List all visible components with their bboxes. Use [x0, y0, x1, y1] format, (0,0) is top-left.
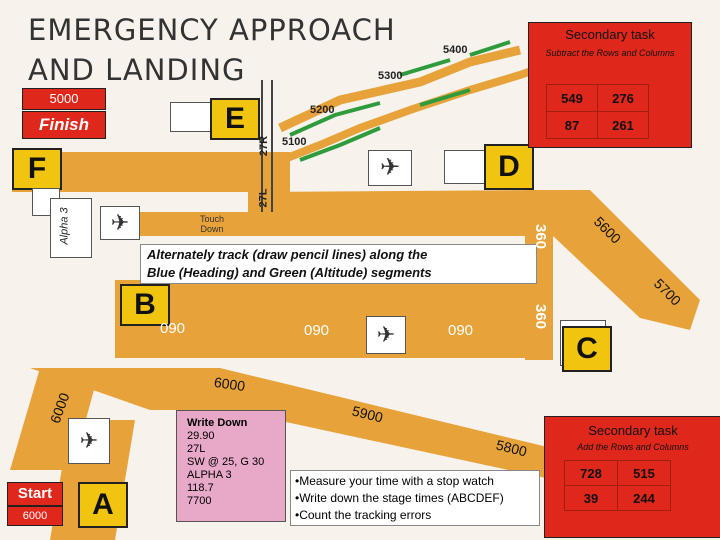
path-upper-band — [110, 190, 540, 236]
airplane-icon: ✈ — [100, 206, 140, 240]
bullet-item: •Count the tracking errors — [295, 508, 432, 522]
start-altitude: 6000 — [7, 506, 63, 526]
heading-090-3: 090 — [448, 322, 474, 339]
altitude-5400: 5400 — [443, 44, 468, 56]
heading-360-upper: 360 — [532, 223, 550, 250]
cell: 244 — [617, 485, 671, 511]
finish-altitude: 5000 — [22, 88, 106, 110]
finish-label: Finish — [22, 111, 106, 139]
cell: 549 — [546, 84, 598, 112]
runway-27l-label: 27L — [257, 188, 270, 208]
altitude-5300: 5300 — [378, 70, 403, 82]
airplane-icon: ✈ — [68, 418, 110, 464]
secondary-task-subtitle: Add the Rows and Columns — [577, 442, 689, 452]
green-segment-5100 — [299, 126, 381, 162]
touch-down-label: Touch Down — [200, 214, 225, 234]
cell: 728 — [564, 460, 618, 486]
bullet-item: •Measure your time with a stop watch — [295, 474, 494, 488]
secondary-task-subtitle: Subtract the Rows and Columns — [545, 48, 675, 58]
cell: 39 — [564, 485, 618, 511]
d-box-white — [444, 150, 486, 184]
waypoint-b: B — [120, 284, 170, 326]
write-down-title: Write Down — [187, 417, 248, 429]
instructions-list: •Measure your time with a stop watch •Wr… — [290, 470, 540, 526]
altitude-5100: 5100 — [282, 136, 307, 148]
write-down-line: 27L — [187, 443, 206, 455]
write-down-line: SW @ 25, G 30 — [187, 456, 265, 468]
instruction-box: Alternately track (draw pencil lines) al… — [140, 244, 537, 284]
green-segment-5200 — [289, 101, 381, 137]
waypoint-a: A — [78, 482, 128, 528]
e-box-white — [170, 102, 212, 132]
heading-360-lower: 360 — [532, 303, 550, 330]
path-lower-diagonal — [30, 368, 560, 480]
instruction-line-1: Alternately track (draw pencil lines) al… — [147, 247, 428, 262]
path-right-diagonal — [553, 190, 700, 330]
alpha3-label: Alpha 3 — [58, 207, 71, 245]
waypoint-c: C — [562, 326, 612, 372]
write-down-line: 118.7 — [187, 482, 214, 494]
altitude-5200: 5200 — [310, 104, 335, 116]
secondary-task-title: Secondary task — [588, 423, 678, 438]
waypoint-d: D — [484, 144, 534, 190]
waypoint-e: E — [210, 98, 260, 140]
cell: 276 — [597, 84, 649, 112]
green-segment-5300 — [399, 58, 451, 77]
airplane-icon: ✈ — [368, 150, 412, 186]
heading-090-2: 090 — [304, 322, 330, 339]
waypoint-f: F — [12, 148, 62, 190]
instruction-line-2: Blue (Heading) and Green (Altitude) segm… — [147, 265, 432, 280]
alpha3-box — [50, 198, 92, 258]
green-segment-5400 — [469, 40, 511, 57]
write-down-line: 7700 — [187, 495, 212, 507]
bullet-item: •Write down the stage times (ABCDEF) — [295, 491, 504, 505]
page-title: EMERGENCY APPROACH AND LANDING — [28, 13, 396, 87]
runway-27r-label: 27R — [258, 135, 271, 157]
cell: 515 — [617, 460, 671, 486]
path-top-left — [12, 152, 290, 192]
heading-090-1: 090 — [160, 320, 186, 337]
write-down-line: ALPHA 3 — [187, 469, 232, 481]
airplane-icon: ✈ — [366, 316, 406, 354]
start-label: Start — [7, 482, 63, 506]
cell: 261 — [597, 111, 649, 139]
write-down-line: 29.90 — [187, 430, 215, 442]
write-down-panel: Write Down 29.90 27L SW @ 25, G 30 ALPHA… — [176, 410, 286, 522]
secondary-task-title: Secondary task — [565, 27, 655, 42]
path-middle-band — [115, 280, 545, 358]
cell: 87 — [546, 111, 598, 139]
